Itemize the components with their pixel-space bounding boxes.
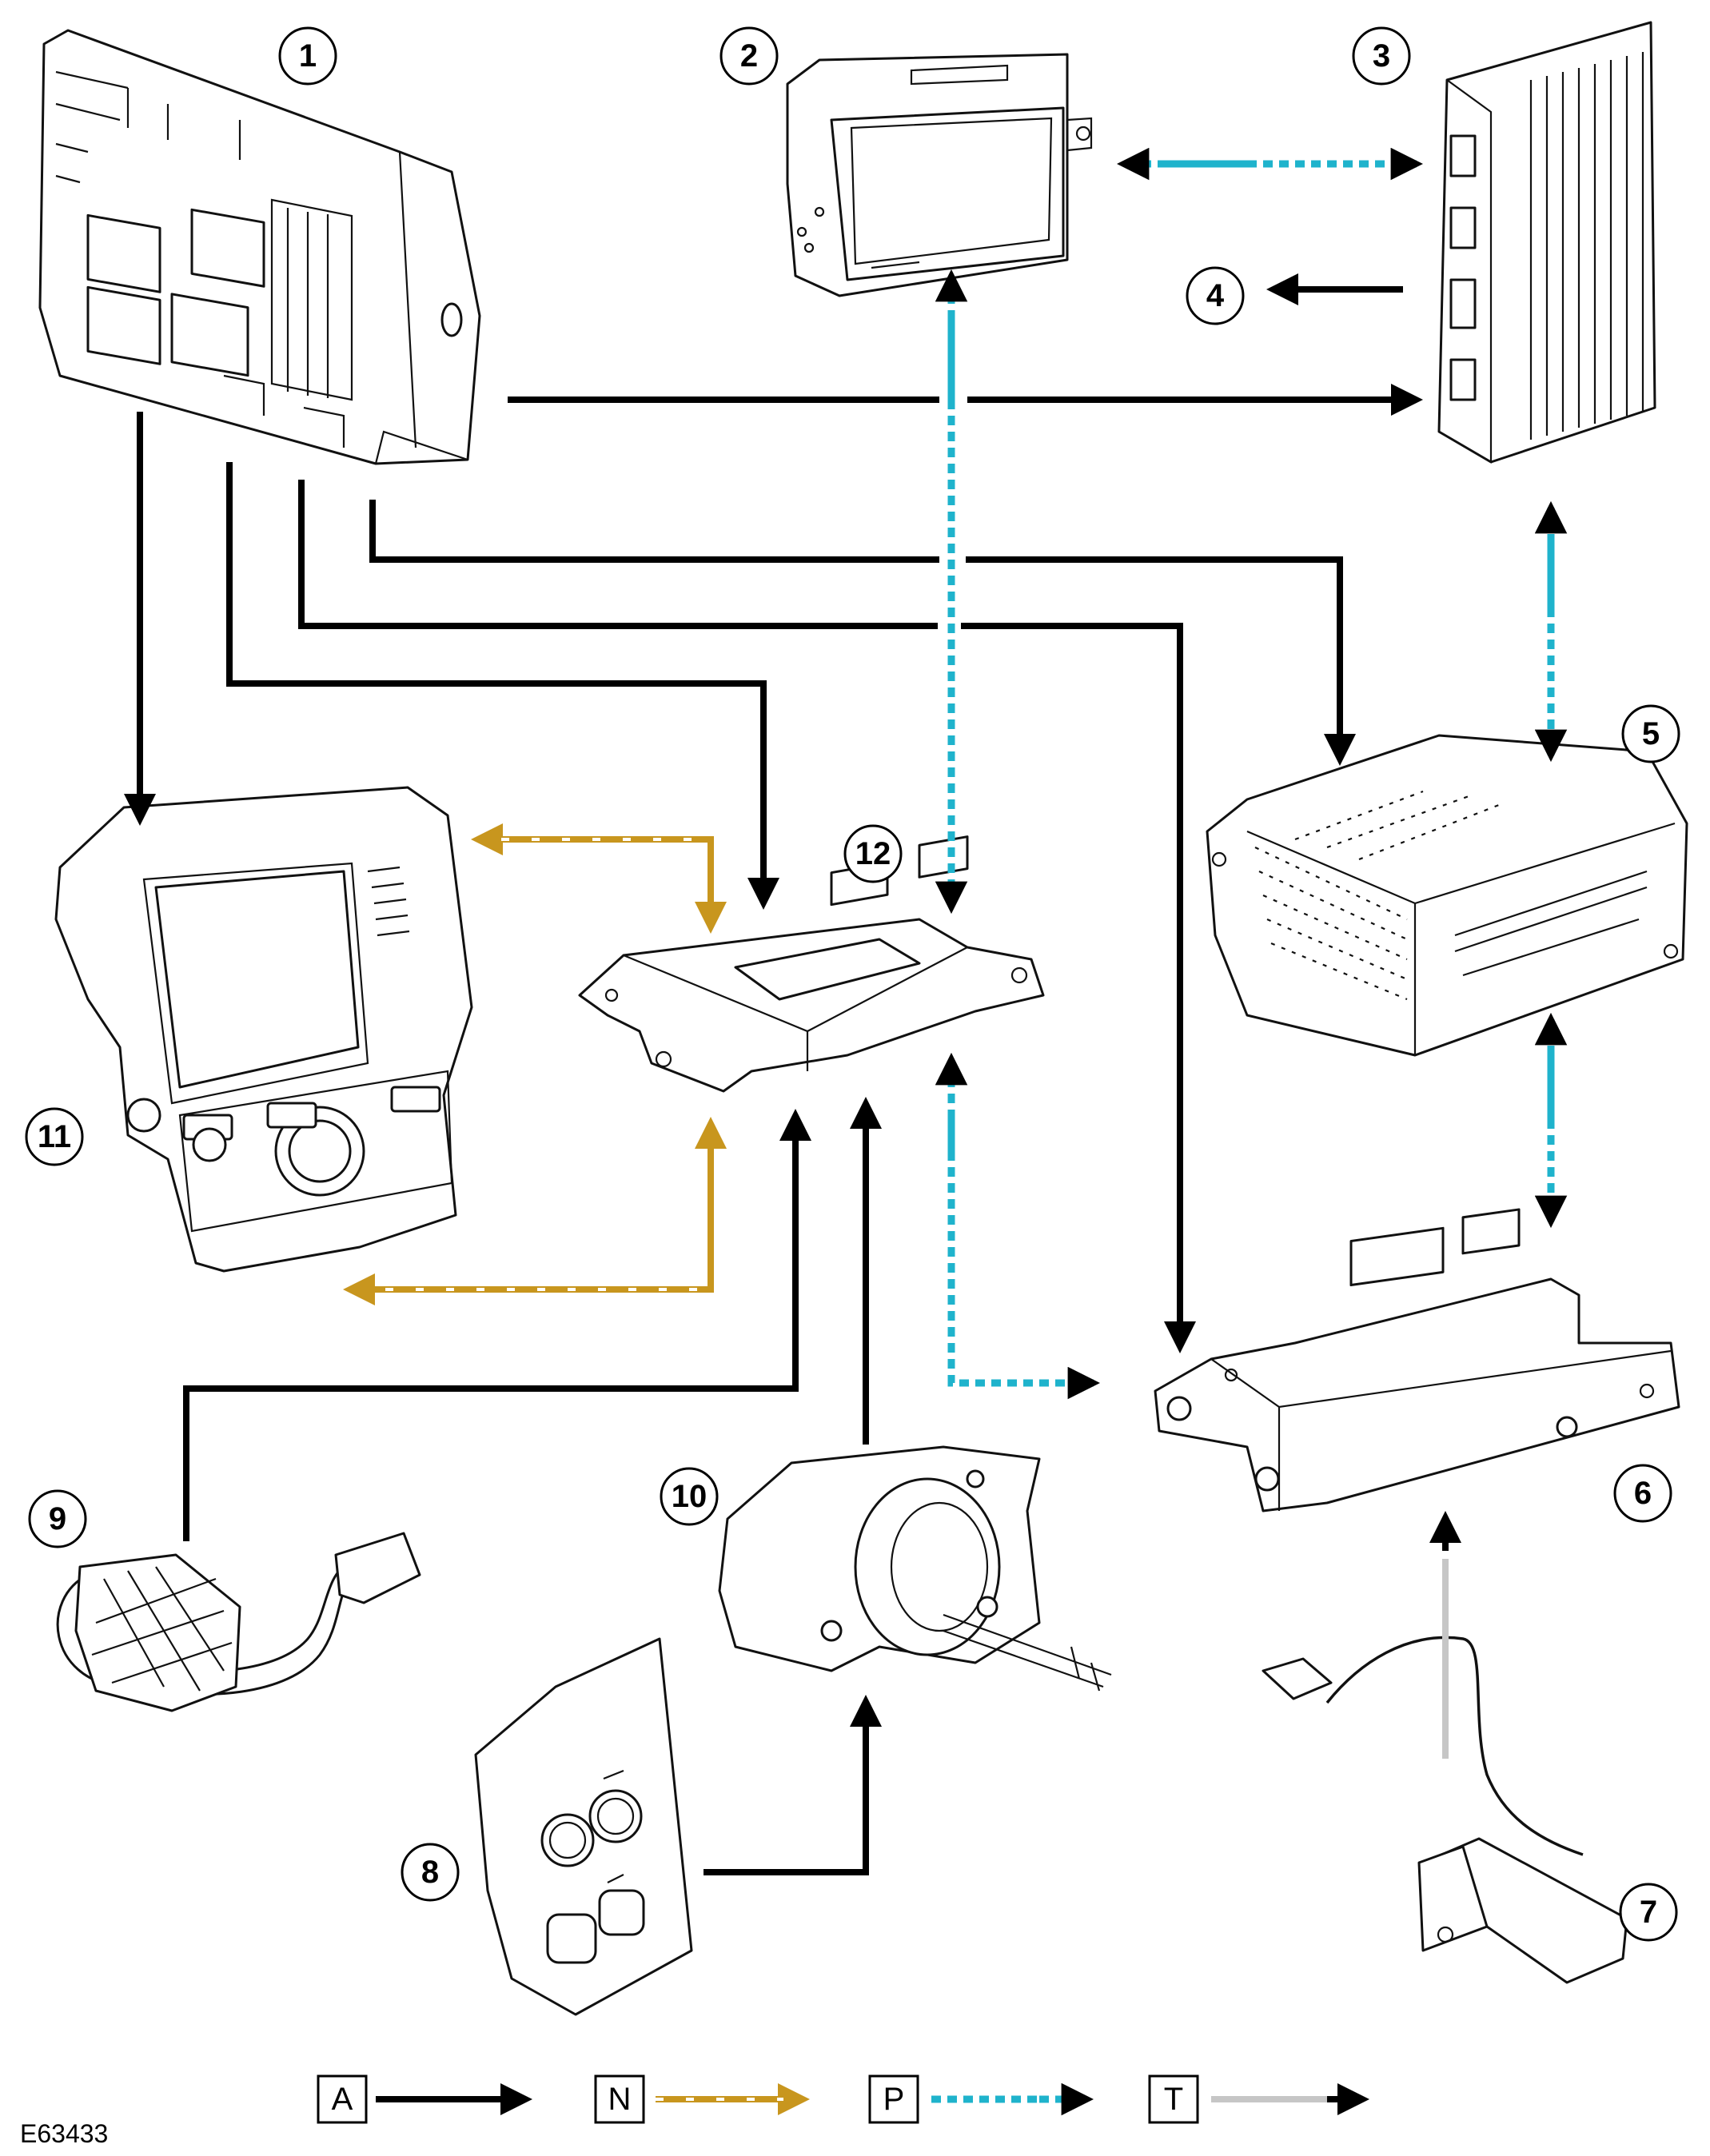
legend-item-P: P [868,2074,1094,2124]
component-12-control-module [578,835,1045,1093]
legend-code-A: A [332,2082,353,2117]
audio-unit-vent-grid [1254,790,1504,1001]
connections-type-A [124,273,1423,1875]
callout-1-label: 1 [299,38,317,74]
callout-7: 7 [1619,1883,1678,1942]
callout-9: 9 [28,1489,87,1548]
callout-9-label: 9 [49,1501,66,1536]
component-6-module [1154,1208,1680,1512]
figure-reference: E63433 [20,2119,108,2148]
legend-item-N: N [594,2074,810,2124]
callout-3-label: 3 [1373,38,1390,74]
callout-5: 5 [1621,704,1680,763]
callout-5-label: 5 [1642,716,1660,751]
component-7-antenna [1262,1636,1628,1984]
component-10-clockspring [718,1445,1112,1692]
component-9-connector [56,1532,421,1712]
component-1-junction-box [38,29,481,465]
callout-10: 10 [660,1467,719,1526]
callout-11: 11 [25,1107,84,1166]
callout-8-label: 8 [421,1855,439,1890]
callout-8: 8 [401,1843,460,1902]
legend-code-N: N [608,2082,632,2117]
component-2-display [786,53,1093,297]
legend-item-T: T [1148,2074,1369,2124]
component-5-audio-unit [1206,734,1688,1057]
legend-item-A: A [317,2074,532,2124]
legend-code-P: P [883,2082,905,2117]
callout-6-label: 6 [1634,1476,1652,1511]
callout-4-label: 4 [1206,278,1225,313]
callout-6: 6 [1613,1464,1672,1523]
component-8-switch-pack [474,1637,693,2016]
callout-2: 2 [719,26,779,86]
component-11-control-panel [54,786,473,1273]
callout-3: 3 [1352,26,1411,86]
callout-10-label: 10 [672,1479,708,1514]
callout-12-label: 12 [855,836,891,871]
component-3-amplifier [1437,21,1656,464]
callout-11-label: 11 [38,1119,71,1154]
legend: A N P T [317,2074,1369,2124]
callout-2-label: 2 [740,38,758,74]
callout-4: 4 [1186,266,1245,325]
legend-code-T: T [1164,2082,1183,2117]
callout-12: 12 [843,824,903,883]
connections-type-P [935,147,1568,1400]
callout-1: 1 [278,26,337,86]
callout-7-label: 7 [1640,1895,1657,1930]
connections-type-N [343,823,727,1305]
